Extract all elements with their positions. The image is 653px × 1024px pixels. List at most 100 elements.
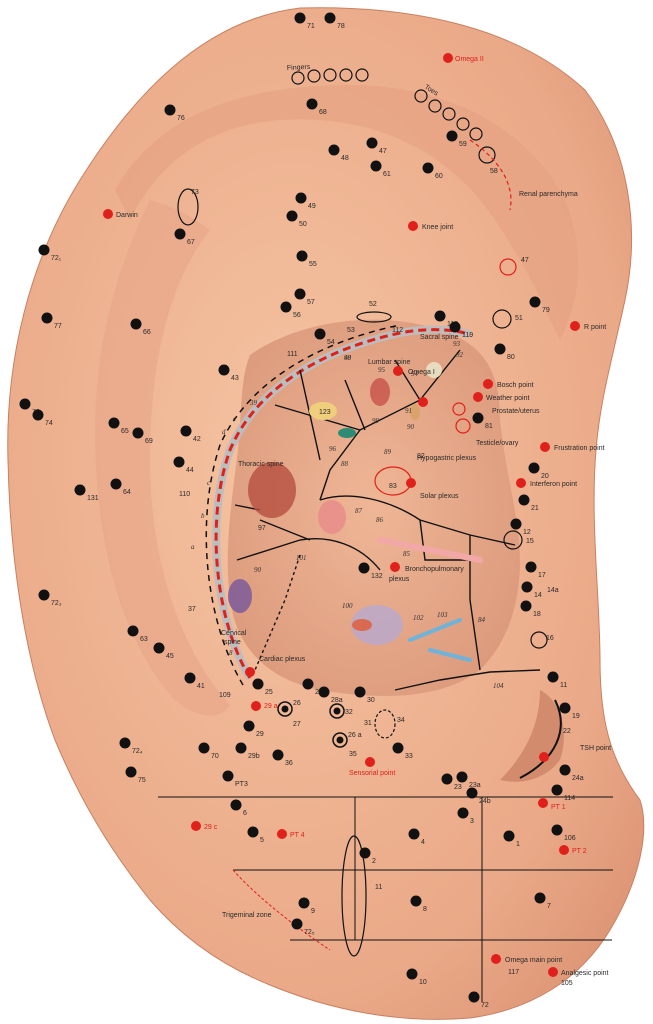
label-27: 27 (293, 721, 301, 728)
point-label: 72₁ (51, 255, 62, 262)
point-label: 69 (145, 438, 153, 445)
acupoint-red (473, 392, 483, 402)
point-marker (198, 742, 210, 754)
point-marker (392, 742, 404, 754)
point-marker (272, 749, 284, 761)
label-analgesic-point: Analgesic point (561, 970, 609, 977)
label-58: 58 (490, 168, 498, 175)
acupoint-red (443, 53, 453, 63)
label-112: 112 (392, 327, 403, 334)
label-22: 22 (563, 728, 571, 735)
label-thoracic-spine: Thoracic spine (238, 461, 284, 468)
acupoint-black: 11 (547, 671, 567, 689)
point-marker (406, 968, 418, 980)
point-label: 131 (87, 495, 99, 502)
acupoint-black: 48 (328, 144, 349, 162)
area-number: 90 (407, 423, 415, 431)
point-label: 23 (454, 784, 462, 791)
label-110: 110 (179, 491, 190, 498)
label-solar-plexus: Solar plexus (420, 493, 459, 500)
acupoint-black: 74 (32, 409, 53, 427)
point-label: 54 (327, 339, 335, 346)
acupoint-red (559, 845, 569, 855)
acupoint-red (418, 397, 428, 407)
area-number: 88 (341, 460, 349, 468)
point-label: 75 (138, 777, 146, 784)
point-label: 12 (523, 529, 531, 536)
acupoint-red (570, 321, 580, 331)
acupoint-black: 69 (132, 427, 153, 445)
label-47-red: 47 (521, 257, 529, 264)
point-label: 29 (256, 731, 264, 738)
point-marker (306, 98, 318, 110)
point-marker (235, 742, 247, 754)
point-marker (184, 672, 196, 684)
point-marker (449, 321, 461, 333)
point-label: 4 (421, 839, 425, 846)
point-marker (173, 456, 185, 468)
acupoint-black: 24a (559, 764, 584, 782)
acupoint-black: 10 (406, 968, 427, 986)
point-marker (441, 773, 453, 785)
acupoint-black: 50 (286, 210, 307, 228)
point-label: 114 (564, 795, 575, 802)
point-marker (354, 686, 366, 698)
point-label: 14 (534, 592, 542, 599)
point-label: 61 (383, 171, 391, 178)
point-marker (38, 589, 50, 601)
acupoint-black: 43 (218, 364, 239, 382)
acupoint-black: 20 (528, 462, 549, 480)
red-points-layer (103, 53, 580, 977)
point-label: 79 (542, 307, 550, 314)
point-label: 76 (177, 115, 185, 122)
point-marker (494, 343, 506, 355)
point-marker (466, 787, 478, 799)
point-label: 30 (367, 697, 375, 704)
acupoint-black: 54 (314, 328, 335, 346)
area-number: e (233, 415, 236, 423)
point-label: 81 (485, 423, 493, 430)
point-label: 23a (469, 782, 481, 789)
point-marker (551, 824, 563, 836)
acupoint-black: 78 (324, 12, 345, 30)
acupoint-red (408, 221, 418, 231)
point-label: 5 (260, 837, 264, 844)
acupoint-black: 17 (525, 561, 546, 579)
point-marker (132, 427, 144, 439)
label-pt2: PT 2 (572, 848, 587, 855)
area-number: 95 (378, 366, 386, 374)
label-frustration-point: Frustration point (554, 445, 605, 452)
point-marker (302, 678, 314, 690)
label-15: 15 (526, 538, 534, 545)
acupoint-red (191, 821, 201, 831)
point-label: 55 (309, 261, 317, 268)
point-marker (110, 478, 122, 490)
acupoint-red (483, 379, 493, 389)
label-52: 52 (369, 301, 377, 308)
point-marker (547, 671, 559, 683)
acupoint-black: 114 (551, 784, 575, 802)
area-number: a (191, 543, 195, 551)
point-label: 44 (186, 467, 194, 474)
point-marker (298, 897, 310, 909)
point-label: 41 (197, 683, 205, 690)
acupoint-black: 79 (529, 296, 550, 314)
point-marker (422, 162, 434, 174)
area-number: 85 (403, 550, 411, 558)
point-label: 68 (319, 109, 327, 116)
point-marker (503, 830, 515, 842)
label-109: 109 (219, 692, 231, 699)
point-label: 43 (231, 375, 239, 382)
acupoint-black: 7 (534, 892, 551, 910)
acupoint-black: 23a (456, 771, 481, 789)
point-label: 25 (265, 689, 273, 696)
area-number: 103 (437, 611, 448, 619)
acupoint-black: 67 (174, 228, 195, 246)
point-marker (230, 799, 242, 811)
point-label: 67 (187, 239, 195, 246)
acupoint-black: 9 (298, 897, 315, 915)
label-16: 16 (546, 635, 554, 642)
organ-illustrations (228, 362, 483, 662)
label-35: 35 (349, 751, 357, 758)
